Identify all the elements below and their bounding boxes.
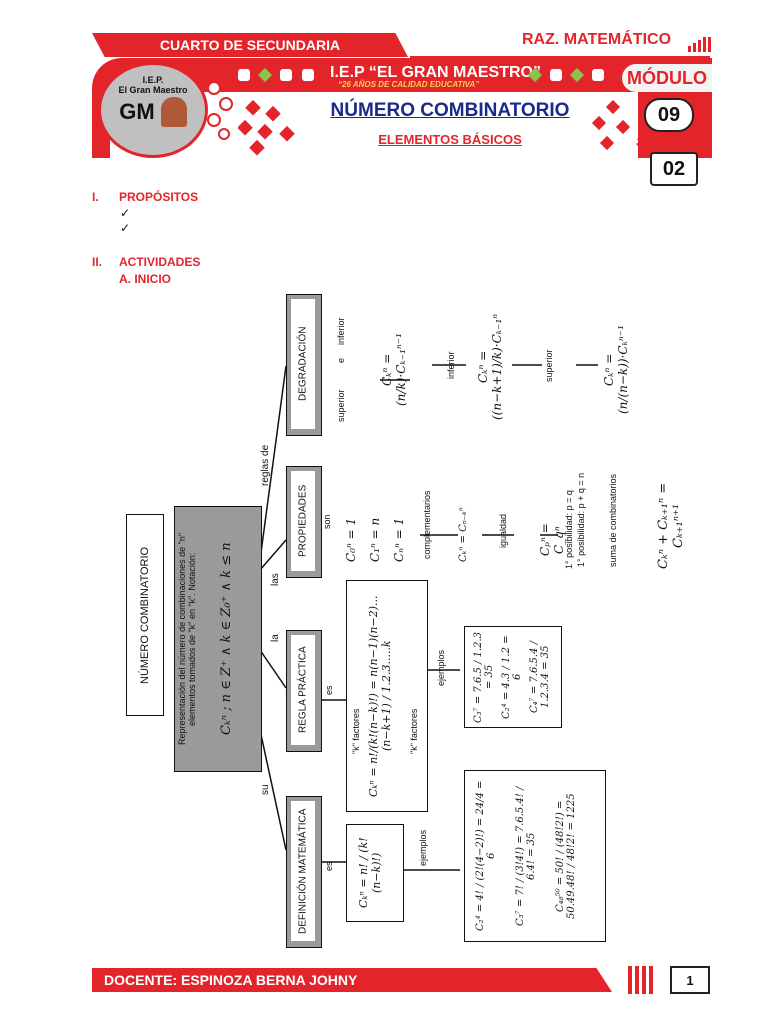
hexagon-icon bbox=[280, 69, 292, 81]
hexagon-icon bbox=[550, 69, 562, 81]
degradacion-node: DEGRADACIÓN bbox=[286, 294, 322, 436]
logo-initials: GM bbox=[119, 99, 155, 124]
propiedades-node: PROPIEDADES bbox=[286, 466, 322, 578]
prop-posibilidad-2: 1° posibilidad: p + q = n bbox=[576, 472, 586, 568]
page-subtitle: ELEMENTOS BÁSICOS bbox=[378, 132, 522, 147]
diamond-cluster-left bbox=[237, 99, 318, 161]
deg-inferior: inferior bbox=[336, 317, 346, 345]
school-slogan: “26 AÑOS DE CALIDAD EDUCATIVA” bbox=[338, 80, 480, 89]
notation-formula: Cₖⁿ ; n ∈ Z⁺ ∧ k ∈ Z₀⁺ ∧ k ≤ n bbox=[219, 542, 234, 736]
section-2-subtitle: A. INICIO bbox=[119, 272, 172, 286]
prop-complementarios: complementarios bbox=[422, 490, 432, 560]
section-2-title: ACTIVIDADES bbox=[119, 255, 201, 269]
prop-igualdad-formula: Cₚⁿ = C_qⁿ bbox=[538, 523, 566, 557]
deg-superior: superior bbox=[336, 389, 346, 423]
section-1-number: I. bbox=[92, 190, 99, 204]
regla-example-1: C₃⁷ = 7.6.5 / 1.2.3 = 35 bbox=[473, 631, 495, 723]
subject-label: RAZ. MATEMÁTICO bbox=[522, 31, 672, 48]
regla-formula: Cₖⁿ = n!/(k!(n−k)!) = n(n−1)(n−2)...(n−k… bbox=[367, 595, 393, 797]
deg-formula-3: Cₖⁿ = (n/(n−k))·Cₖⁿ⁻¹ bbox=[602, 325, 630, 415]
hexagon-icon bbox=[592, 69, 604, 81]
link-su: su bbox=[260, 784, 271, 796]
regla-n-factores: "k" factores bbox=[351, 708, 361, 754]
prop-posibilidad-1: 1° posibilidad: p = q bbox=[564, 490, 574, 570]
section-2-number: II. bbox=[92, 255, 103, 269]
regla-k-factores: "k" factores bbox=[409, 708, 419, 754]
prop-igualdad: igualdad bbox=[498, 513, 508, 549]
decorative-bars-icon bbox=[688, 34, 713, 52]
diamond-icon bbox=[569, 67, 585, 83]
definicion-examples-box: C₂⁴ = 4! / (2!(4−2)!) = 24/4 = 6 C₃⁷ = 7… bbox=[464, 770, 606, 942]
definition-text: Representación del número de combinacion… bbox=[177, 532, 197, 746]
definicion-formula-box: Cₖⁿ = n! / (k!(n−k)!) bbox=[346, 824, 404, 922]
prop-3: Cₙⁿ = 1 bbox=[392, 517, 406, 563]
link-reglas: reglas de bbox=[260, 444, 271, 486]
diamond-cluster-right bbox=[588, 99, 644, 161]
prop-comp-formula: Cₖⁿ = Cₙ₋ₖⁿ bbox=[458, 507, 469, 563]
deg-superior-2: superior bbox=[544, 349, 554, 383]
footer-bars-icon bbox=[628, 966, 656, 999]
regla-example-3: C₄⁷ = 7.6.5.4 / 1.2.3.4 = 35 bbox=[529, 641, 551, 713]
page-number: 1 bbox=[670, 966, 710, 994]
regla-label: REGLA PRÁCTICA bbox=[291, 635, 315, 745]
molecule-icon bbox=[204, 80, 234, 145]
regla-example-2: C₂⁴ = 4.3 / 1.2 = 6 bbox=[501, 635, 523, 719]
root-node: NÚMERO COMBINATORIO bbox=[126, 514, 164, 716]
diamond-icon bbox=[527, 67, 543, 83]
school-name: I.E.P “EL GRAN MAESTRO” bbox=[330, 64, 541, 81]
deg-inferior-2: inferior bbox=[446, 351, 456, 379]
teacher-footer: DOCENTE: ESPINOZA BERNA JOHNY bbox=[92, 968, 612, 992]
deg-formula-2: Cₖⁿ = ((n−k+1)/k)·Cₖ₋₁ⁿ bbox=[476, 313, 504, 421]
regla-ejemplos: ejemplos bbox=[436, 649, 446, 687]
banner-ornaments-right bbox=[527, 67, 604, 83]
deg-e: e bbox=[336, 357, 346, 363]
definicion-example-1: C₂⁴ = 4! / (2!(4−2)!) = 24/4 = 6 bbox=[475, 780, 497, 932]
root-label: NÚMERO COMBINATORIO bbox=[139, 546, 151, 684]
prop-suma: suma de combinatorios bbox=[608, 473, 618, 567]
link-es-regla: es bbox=[324, 685, 334, 695]
definicion-ejemplos: ejemplos bbox=[418, 829, 428, 867]
section-1-title: PROPÓSITOS bbox=[119, 190, 199, 204]
regla-formula-box: "k" factores Cₖⁿ = n!/(k!(n−k)!) = n(n−1… bbox=[346, 580, 428, 812]
checkmark-icon: ✓ bbox=[120, 221, 131, 235]
definicion-formula: Cₖⁿ = n! / (k!(n−k)!) bbox=[357, 837, 383, 909]
portrait-icon bbox=[160, 97, 187, 127]
definicion-example-2: C₃⁷ = 7! / (3!4!) = 7.6.5.4! / 6.4! = 35 bbox=[515, 786, 537, 926]
link-la: la bbox=[270, 634, 281, 642]
logo-name-text: El Gran Maestro bbox=[118, 85, 188, 95]
prop-1: C₀ⁿ = 1 bbox=[344, 517, 358, 563]
definicion-node: DEFINICIÓN MATEMÁTICA bbox=[286, 796, 322, 948]
header-rule bbox=[410, 56, 710, 58]
session-label: SESIÓN bbox=[636, 133, 689, 149]
prop-2: C₁ⁿ = n bbox=[368, 517, 382, 563]
link-es-definicion: es bbox=[324, 861, 334, 871]
concept-map-lines bbox=[259, 364, 598, 871]
link-son: son bbox=[322, 514, 332, 530]
grade-tab: CUARTO DE SECUNDARIA bbox=[92, 33, 408, 57]
module-label: MÓDULO bbox=[622, 64, 712, 92]
degradacion-label: DEGRADACIÓN bbox=[291, 299, 315, 429]
school-logo: I.E.P. El Gran Maestro GM bbox=[98, 62, 208, 158]
deg-formula-1: Cₖⁿ = (n/k)·Cₖ₋₁ⁿ⁻¹ bbox=[380, 333, 408, 407]
propiedades-label: PROPIEDADES bbox=[291, 471, 315, 571]
concept-map: NÚMERO COMBINATORIO Representación del n… bbox=[110, 290, 730, 950]
link-las: las bbox=[270, 573, 281, 587]
definicion-example-3: C₄₈⁵⁰ = 50! / (48!2!) = 50.49.48! / 48!2… bbox=[555, 793, 577, 919]
module-number: 09 bbox=[644, 98, 694, 132]
logo-top-text: I.E.P. bbox=[142, 75, 164, 85]
definicion-label: DEFINICIÓN MATEMÁTICA bbox=[291, 801, 315, 941]
checkmark-icon: ✓ bbox=[120, 206, 131, 220]
session-number: 02 bbox=[650, 152, 698, 186]
prop-suma-formula: Cₖⁿ + Cₖ₊₁ⁿ = Cₖ₊₁ⁿ⁺¹ bbox=[656, 482, 686, 570]
banner-ornaments-left bbox=[238, 67, 314, 83]
diamond-icon bbox=[257, 67, 273, 83]
page-title: NÚMERO COMBINATORIO bbox=[330, 100, 570, 121]
hexagon-icon bbox=[238, 69, 250, 81]
regla-examples-box: C₃⁷ = 7.6.5 / 1.2.3 = 35 C₂⁴ = 4.3 / 1.2… bbox=[464, 626, 562, 728]
hexagon-icon bbox=[302, 69, 314, 81]
definition-node: Representación del número de combinacion… bbox=[174, 506, 262, 772]
regla-node: REGLA PRÁCTICA bbox=[286, 630, 322, 752]
